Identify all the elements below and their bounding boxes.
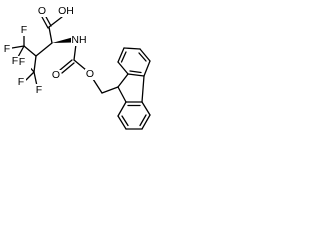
atom-f1: F xyxy=(21,24,27,36)
bond-c9-c9a xyxy=(117,73,129,88)
atom-f4: F xyxy=(19,56,25,68)
atom-nh: NH xyxy=(71,34,86,46)
atom-f2: F xyxy=(4,43,10,55)
bond-ch2-c9 xyxy=(101,86,119,94)
structure-canvas: O OH NH O O F F F F F F xyxy=(0,0,172,155)
bond-ring1-c xyxy=(139,48,151,62)
bond-cf3b-f5 xyxy=(25,71,35,81)
atom-f3: F xyxy=(12,55,18,67)
atom-o-carbamate-ester: O xyxy=(86,68,94,80)
bond-ring1-e xyxy=(117,47,125,63)
bond-ring1-inner-1 xyxy=(129,70,142,74)
bond-ccarb-o-double-a xyxy=(59,59,73,71)
bond-ccarb-oester xyxy=(73,59,87,71)
bonds xyxy=(11,14,151,130)
atom-f6: F xyxy=(36,84,42,96)
atom-oh-acid: OH xyxy=(58,5,74,17)
bond-ring2-inner-3 xyxy=(121,115,129,127)
bond-nh-ccarb xyxy=(73,43,77,61)
atom-o-acid-carbonyl: O xyxy=(38,5,46,17)
bond-ring1-inner-2 xyxy=(138,52,147,62)
molecule-drawing: O OH NH O O F F F F F F xyxy=(2,5,151,130)
bond-ring1-inner-3 xyxy=(120,51,127,63)
bond-ring2-f xyxy=(117,101,127,117)
bond-c4a-c4b xyxy=(141,75,145,103)
bond-cf3a-f3 xyxy=(17,45,25,58)
bond-ring1-b xyxy=(143,60,151,77)
bond-calpha-cbeta xyxy=(35,42,53,57)
bond-calpha-nh-wedge xyxy=(52,37,72,43)
atom-f5: F xyxy=(18,76,24,88)
bond-c1-o-double-a xyxy=(41,16,49,29)
atom-labels: O OH NH O O F F F F F F xyxy=(2,5,95,96)
bond-ring1-a xyxy=(127,73,145,77)
bond-cf3a-f2 xyxy=(11,45,25,49)
bond-ring2-b xyxy=(141,101,151,116)
bond-ring1-d xyxy=(123,47,141,50)
bond-ring2-inner-2 xyxy=(139,114,147,127)
bond-ring2-e xyxy=(117,115,127,130)
bond-cf3b-f6 xyxy=(33,71,38,87)
bond-c1-oh xyxy=(48,16,63,28)
atom-o-carbamate-carbonyl: O xyxy=(52,69,60,81)
bond-c1-calpha xyxy=(48,26,53,44)
bond-c9-c8a xyxy=(117,86,127,103)
bond-ring2-c xyxy=(141,114,151,130)
bond-ring1-f xyxy=(117,61,129,75)
bond-ccarb-o-double-b xyxy=(61,62,75,74)
bond-cbeta-cf3-upper xyxy=(23,45,37,57)
bond-oester-ch2 xyxy=(92,78,103,94)
bond-cbeta-cf3-lower xyxy=(33,55,37,73)
